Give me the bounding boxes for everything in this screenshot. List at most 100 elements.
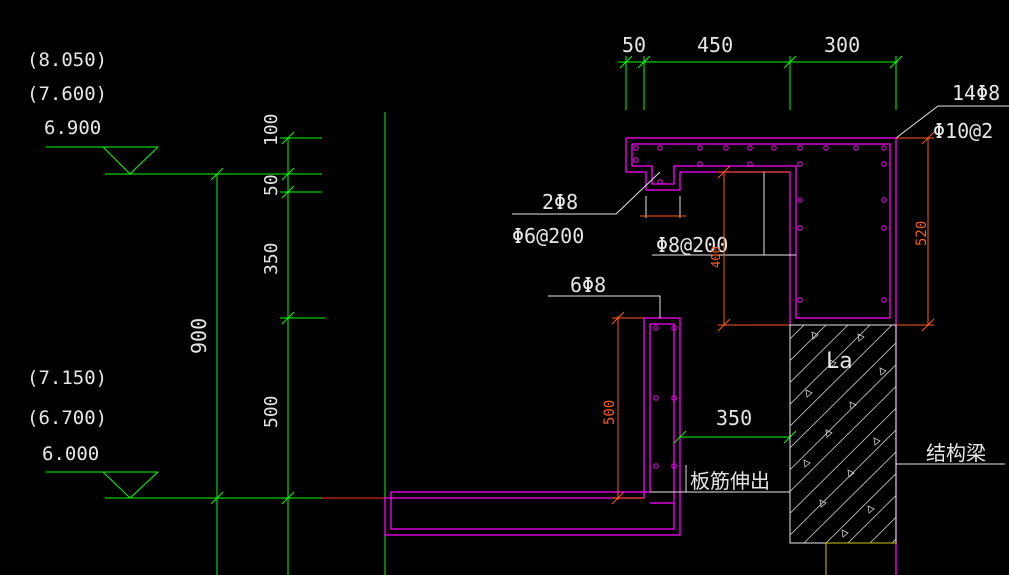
hatch-line [790,325,805,340]
elevation-symbol-top [46,146,159,175]
elevation-label-6000: 6.000 [42,443,99,465]
dimension-900 [210,167,224,575]
hatch-line [914,325,1009,543]
dimension-520-text: 520 [914,221,930,246]
dimension-350-mid [673,430,797,444]
dimension-500-left-text: 500 [261,395,282,428]
elevation-symbol-bottom [46,471,159,499]
dimension-450-top-text: 450 [697,33,733,57]
hatch-line [790,407,896,514]
rebar-dot [633,145,639,151]
rebar-dot [747,161,753,167]
leader-6phi8 [548,295,661,318]
rebar-dot [881,145,887,151]
aggregate-mark [849,401,857,410]
leader-top-right [895,105,939,139]
rebar-dot [697,145,703,151]
hatch-line [790,364,896,471]
hatch-line [790,325,849,384]
rebar-dot [823,145,829,151]
rebar-label-6phi8: 6Φ8 [570,273,606,297]
hatch-line [790,325,893,427]
rebar-dot [797,197,803,203]
aggregate-mark [847,469,855,478]
hatch-line [825,473,896,543]
rebar-dot [853,145,859,151]
aggregate-mark [803,459,811,468]
aggregate-mark [879,367,887,376]
rebar-dot [657,145,663,151]
anchorage-label-la: La [826,349,853,374]
rebar-dot [653,325,659,331]
aggregate-mark [805,389,813,398]
dimension-50-left-text: 50 [261,174,282,196]
dimension-chain-top [618,55,903,110]
rebar-dot [797,225,803,231]
rebar-dot [671,395,677,401]
dimension-400-text: 400 [709,246,723,268]
rebar-label-2phi8: 2Φ8 [542,190,578,214]
hatch-line [847,494,896,543]
hatch-line [891,538,896,543]
stirrup-detail-box [640,196,686,218]
rebar-dot [797,161,803,167]
leader-2phi8 [512,171,661,215]
aggregate-mark [841,529,849,538]
rebar-dot [653,463,659,469]
slab-rebar-note: 板筋伸出 [690,469,770,493]
rebar-dot [797,297,803,303]
aggregate-mark [867,505,875,514]
dimension-350-left-text: 350 [261,242,282,275]
aggregate-mark [857,333,865,342]
elevation-label-6700: (6.700) [27,407,107,429]
dimension-350-mid-text: 350 [716,406,752,430]
aggregate-mark [825,429,833,438]
dimension-chain-left [280,131,325,575]
hatch-line [869,516,896,543]
lower-column-outline [825,542,896,575]
aggregate-mark [873,437,881,446]
rebar-dots [633,145,887,469]
rebar-dot [881,225,887,231]
dimension-900-text: 900 [187,318,211,354]
rebar-dot [797,145,803,151]
rebar-dot [697,161,703,167]
rebar-dot [747,145,753,151]
aggregate-mark [829,359,837,368]
rebar-dot [671,463,677,469]
rebar-dot [771,145,777,151]
aggregate-mark [811,331,819,340]
aggregate-mark [819,499,827,508]
rebar-dot [881,297,887,303]
structural-beam-label: 结构梁 [926,441,986,465]
rebar-label-14phi8: 14Φ8 [952,81,1000,105]
rebar-dot [633,157,639,163]
elevation-label-7600: (7.600) [27,83,107,105]
rebar-dot [671,325,677,331]
elevation-label-7150: (7.150) [27,367,107,389]
dimension-500-red-text: 500 [602,400,618,425]
elevation-label-6900: 6.900 [44,117,101,139]
hatch-line [562,325,782,543]
hatch-line [790,429,896,536]
rebar-label-phi8-200: Φ8@200 [656,233,728,257]
dimension-300-top-text: 300 [824,33,860,57]
hatch-line [936,325,1009,543]
red-dimension-500 [611,311,644,505]
dimension-100-text: 100 [261,113,282,146]
rebar-dot [881,161,887,167]
hatch-line [803,451,896,543]
rebar-label-phi10: Φ10@2 [933,119,993,143]
hatch-line [790,342,896,449]
elevation-label-8050: (8.050) [27,49,107,71]
rebar-dot [881,197,887,203]
rebar-dot [657,179,663,185]
rebar-dot [723,145,729,151]
concrete-section-outline [384,137,897,575]
rebar-dot [653,395,659,401]
rebar-label-phi6: Φ6@200 [512,224,584,248]
hatch-line [790,385,896,493]
dimension-50-top-text: 50 [622,33,646,57]
structural-beam-hatch [562,324,1009,544]
